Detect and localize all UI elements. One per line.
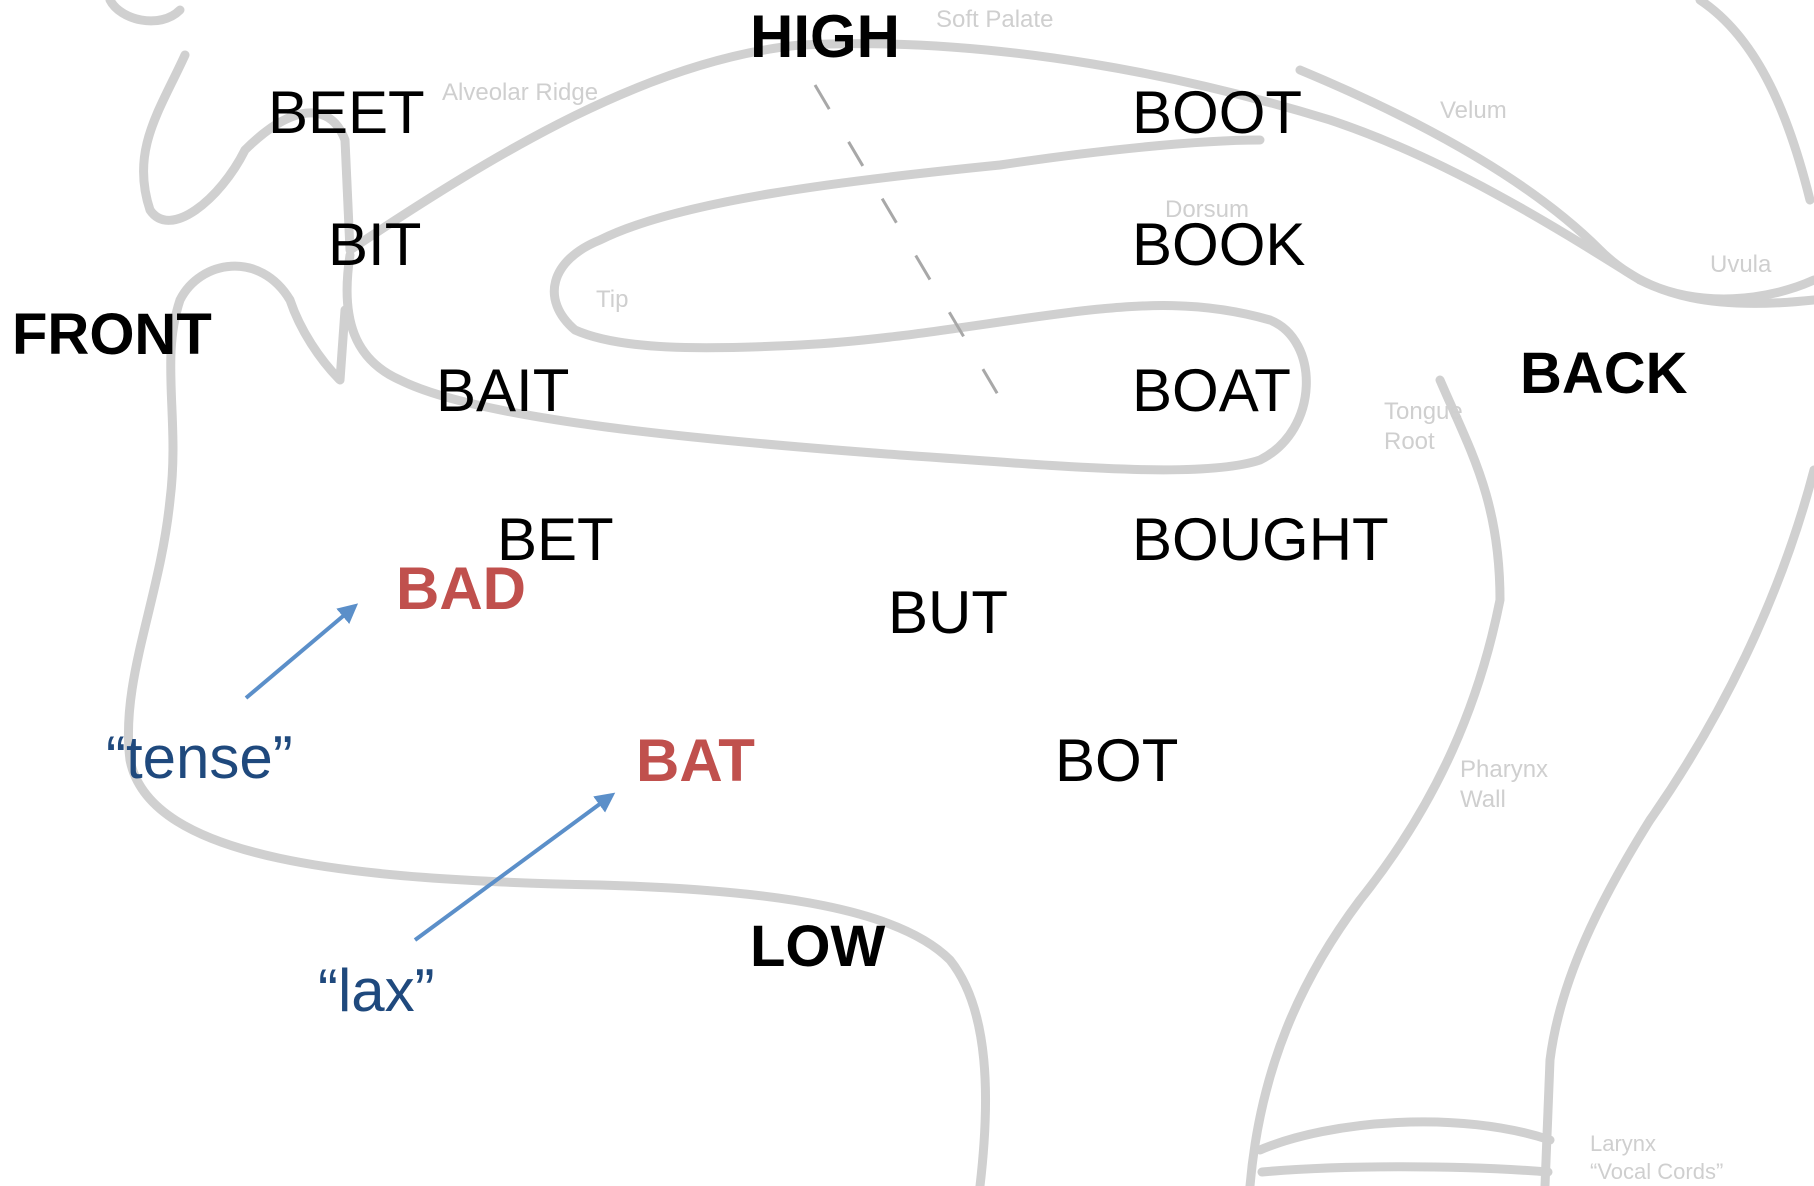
axis-low-label: LOW bbox=[750, 914, 886, 979]
lax-note: “lax” bbox=[318, 957, 435, 1024]
back-throat-outline bbox=[1540, 465, 1814, 1186]
word-boat: BOAT bbox=[1132, 357, 1291, 424]
word-bet: BET bbox=[497, 506, 614, 573]
word-bat: BAT bbox=[636, 727, 755, 794]
velum-outline bbox=[1295, 65, 1814, 308]
larynx-line bbox=[1257, 1162, 1553, 1177]
word-bad: BAD bbox=[396, 555, 526, 622]
pharynx-wall-outline bbox=[1245, 375, 1505, 1186]
axis-high-label: HIGH bbox=[750, 3, 900, 70]
tip-label: Tip bbox=[596, 286, 629, 313]
pharynx-wall-label: Pharynx Wall bbox=[1460, 756, 1549, 813]
alveolar-ridge-label: Alveolar Ridge bbox=[442, 79, 599, 106]
uvula-label: Uvula bbox=[1710, 251, 1772, 278]
word-bought: BOUGHT bbox=[1132, 506, 1389, 573]
word-beet: BEET bbox=[268, 79, 425, 146]
word-bit: BIT bbox=[328, 211, 422, 278]
tense-arrow bbox=[244, 603, 359, 700]
word-but: BUT bbox=[888, 579, 1008, 646]
word-boot: BOOT bbox=[1132, 79, 1303, 146]
larynx-label: Larynx “Vocal Cords” bbox=[1590, 1131, 1724, 1184]
tongue-divider bbox=[813, 84, 1012, 416]
lower-jaw-outline bbox=[123, 261, 991, 1186]
word-book: BOOK bbox=[1132, 211, 1306, 278]
axis-back-label: BACK bbox=[1520, 341, 1688, 406]
dorsum-label: Dorsum bbox=[1165, 196, 1250, 223]
upper-head-outline bbox=[105, 0, 185, 26]
velum-label: Velum bbox=[1440, 97, 1507, 124]
axis-front-label: FRONT bbox=[12, 302, 212, 367]
tense-note: “tense” bbox=[106, 724, 293, 791]
tongue-outline bbox=[342, 135, 1311, 475]
word-bot: BOT bbox=[1055, 727, 1179, 794]
tongue-root-label: Tongue Root bbox=[1384, 398, 1463, 455]
word-bait: BAIT bbox=[436, 357, 570, 424]
soft-palate-label: Soft Palate bbox=[936, 6, 1054, 33]
upper-head-outline-right bbox=[1695, 0, 1814, 205]
palate-outline bbox=[138, 39, 1814, 304]
lax-arrow bbox=[413, 792, 616, 942]
larynx-outline bbox=[1255, 1117, 1555, 1155]
